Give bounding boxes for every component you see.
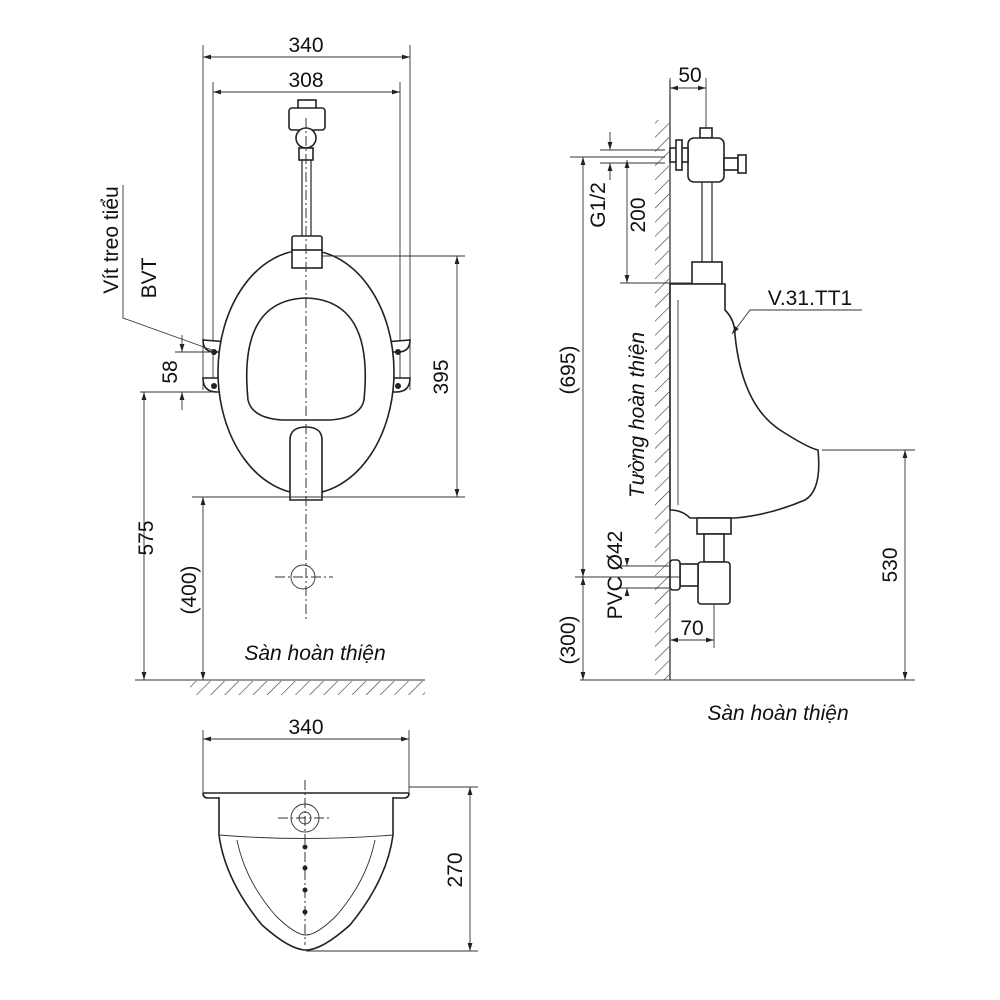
dim-bracket-height: 58 [159, 360, 182, 383]
dim-inlet-thread: G1/2 [587, 182, 610, 228]
label-screw: Vít treo tiểu [100, 186, 123, 293]
dim-bottom-to-floor: (400) [178, 565, 201, 614]
dim-rim-height: 530 [879, 547, 902, 582]
dim-valve-offset: 50 [678, 64, 701, 87]
dim-top-depth: 270 [444, 852, 467, 887]
dim-bracket-to-floor: 575 [135, 520, 158, 555]
dim-inlet-height: (695) [557, 345, 580, 394]
front-view [122, 45, 465, 695]
top-view [202, 730, 478, 952]
dim-outlet-height: (300) [557, 615, 580, 664]
side-view [570, 78, 915, 681]
label-floor-front: Sàn hoàn thiện [244, 642, 385, 665]
dim-body-height: 395 [430, 359, 453, 394]
label-floor-side: Sàn hoàn thiện [707, 702, 848, 725]
label-model: V.31.TT1 [768, 287, 852, 310]
label-wall: Tường hoàn thiện [626, 332, 649, 498]
label-outlet-pipe: PVC Ø42 [604, 531, 627, 620]
dim-trap-offset: 70 [680, 617, 703, 640]
label-screw-code: BVT [138, 257, 161, 298]
dim-bracket-spacing: 308 [288, 69, 323, 92]
dim-front-width: 340 [288, 34, 323, 57]
dim-top-width: 340 [288, 716, 323, 739]
dim-valve-to-top: 200 [627, 197, 650, 232]
